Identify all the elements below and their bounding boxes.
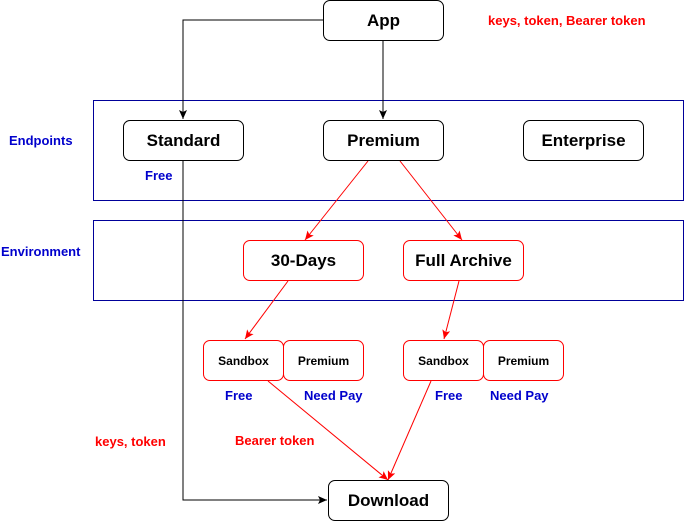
node-sandbox-30-days: Sandbox	[203, 340, 284, 381]
endpoints-label: Endpoints	[9, 133, 73, 148]
sandbox-full-free-label: Free	[435, 388, 463, 403]
node-premium-30-days: Premium	[283, 340, 364, 381]
edge-sandboxfull-download	[387, 380, 432, 481]
edge-30days-sandbox	[244, 280, 289, 340]
node-30-days: 30-Days	[243, 240, 364, 281]
node-premium: Premium	[323, 120, 444, 161]
node-enterprise: Enterprise	[523, 120, 644, 161]
node-standard: Standard	[123, 120, 244, 161]
node-sandbox-full-archive: Sandbox	[403, 340, 484, 381]
bearer-token-label: Bearer token	[235, 433, 315, 448]
edge-premium-fullarchive	[399, 160, 463, 241]
node-app: App	[323, 0, 444, 41]
node-premium-full-archive: Premium	[483, 340, 564, 381]
auth-methods-label: keys, token, Bearer token	[488, 13, 646, 28]
edge-sandbox30-download	[267, 380, 389, 481]
standard-free-label: Free	[145, 168, 173, 183]
environment-label: Environment	[1, 244, 81, 259]
sandbox-30-free-label: Free	[225, 388, 253, 403]
edge-app-standard	[179, 19, 323, 119]
node-full-archive: Full Archive	[403, 240, 524, 281]
premium-full-needpay-label: Need Pay	[490, 388, 549, 403]
standard-auth-label: keys, token	[95, 434, 166, 449]
edge-premium-30days	[304, 160, 369, 241]
edge-fullarchive-sandbox	[442, 280, 460, 340]
edge-standard-download	[182, 160, 327, 504]
node-download: Download	[328, 480, 449, 521]
premium-30-needpay-label: Need Pay	[304, 388, 363, 403]
